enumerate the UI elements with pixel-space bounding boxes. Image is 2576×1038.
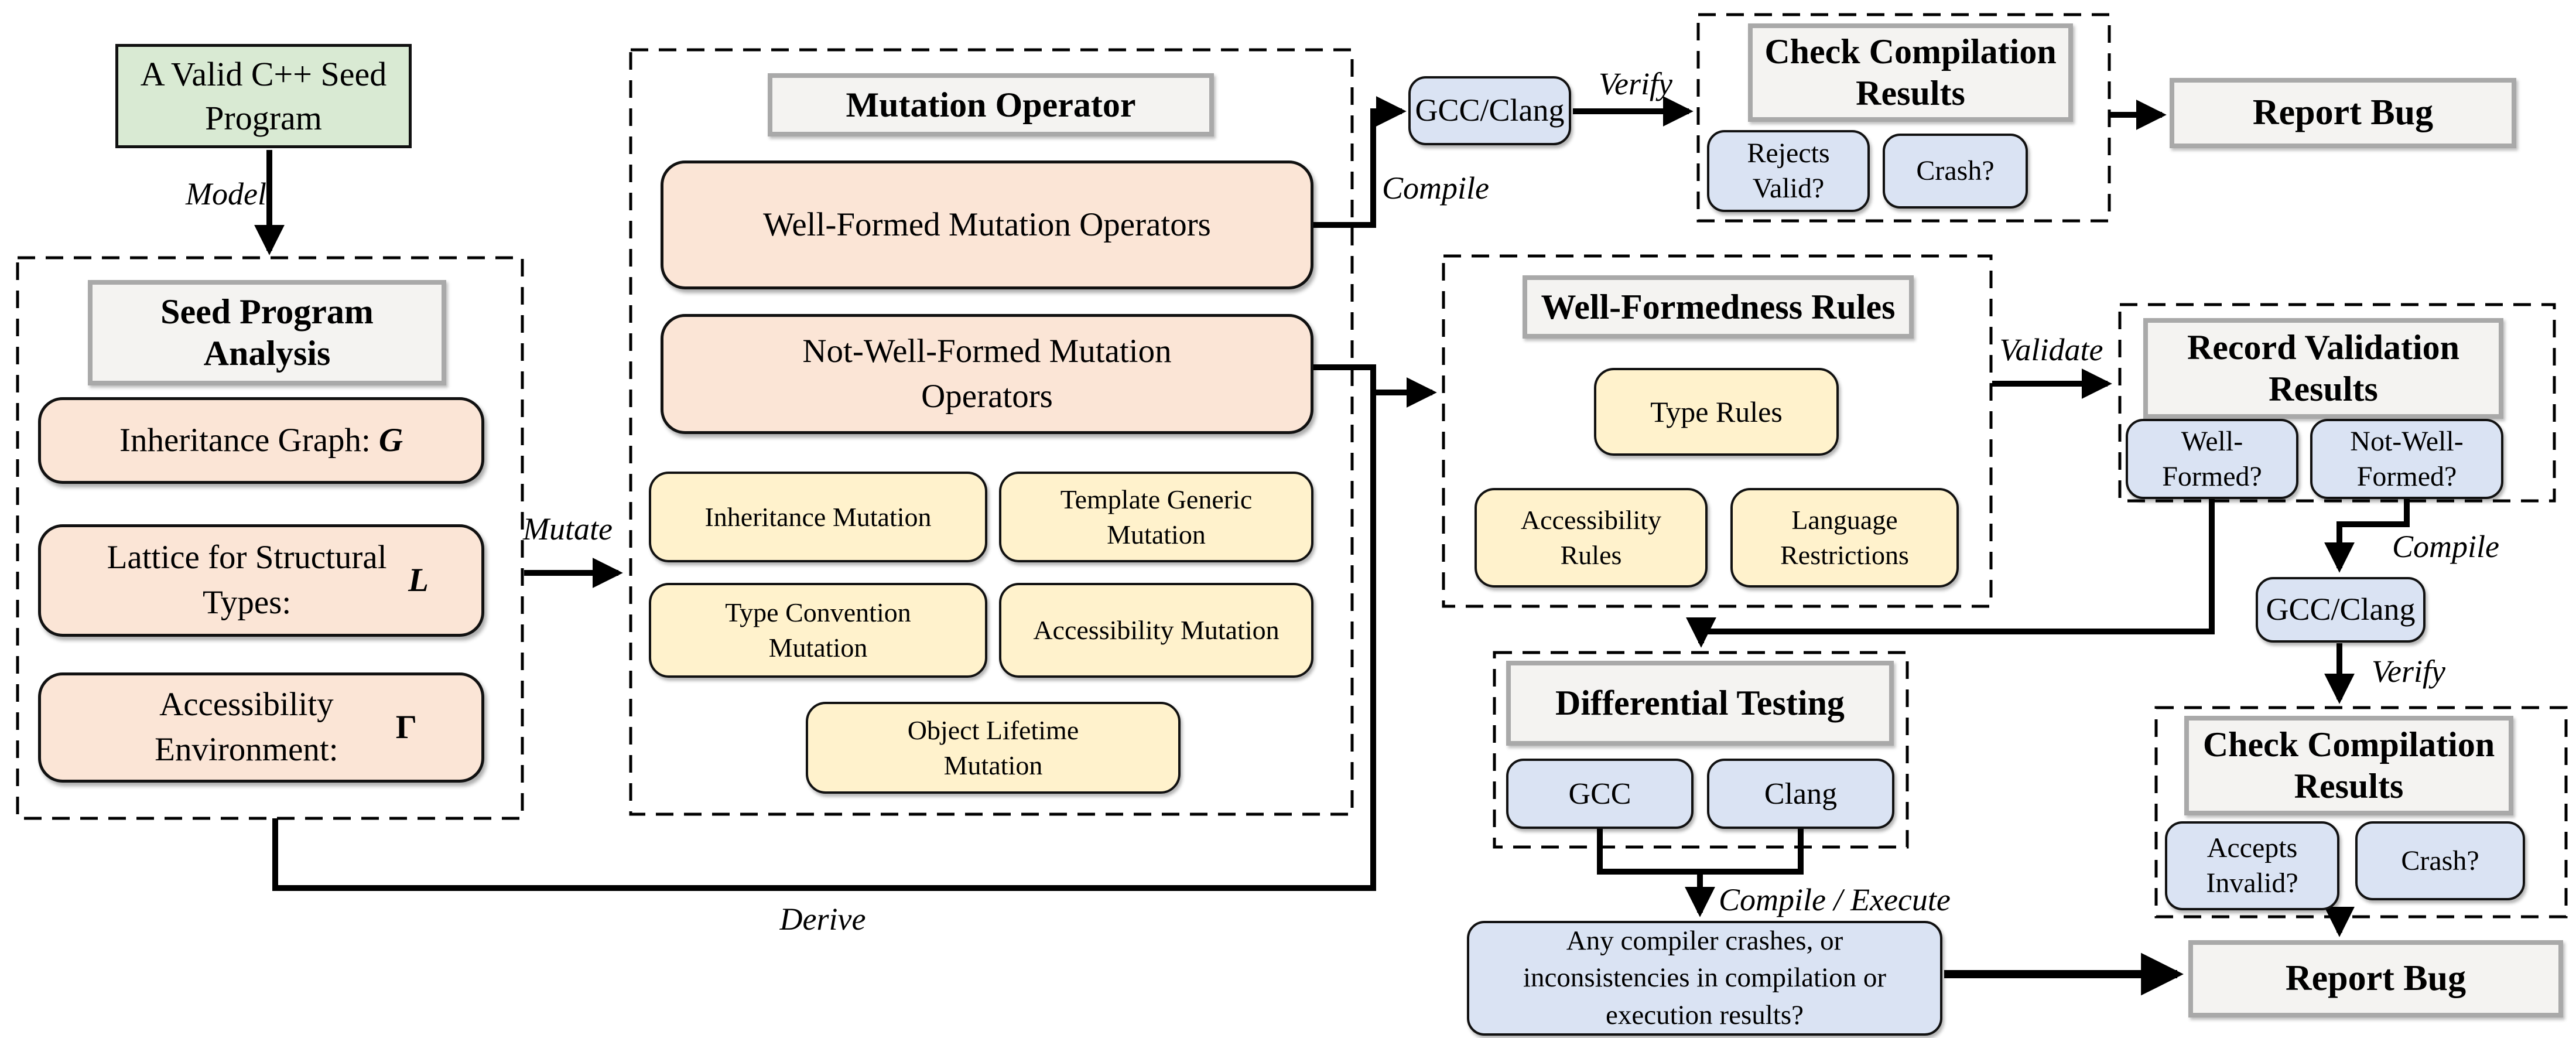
seed-program-box: A Valid C++ Seed Program bbox=[115, 44, 412, 148]
accessibility-env-symbol: Γ bbox=[395, 708, 417, 746]
well-formed-check-box: Well-Formed? bbox=[2126, 419, 2298, 499]
diff-testing-title: Differential Testing bbox=[1506, 661, 1894, 746]
accepts-invalid-box: Accepts Invalid? bbox=[2165, 821, 2339, 910]
gcc-clang-right-box: GCC/Clang bbox=[2256, 577, 2426, 643]
edge-label-model: Model bbox=[186, 176, 266, 211]
template-generic-mutation-box: Template Generic Mutation bbox=[999, 472, 1313, 562]
rejects-valid-box: Rejects Valid? bbox=[1707, 130, 1870, 212]
edge-label-verify-right: Verify bbox=[2372, 654, 2445, 689]
mutation-operator-container bbox=[629, 48, 1354, 816]
edge-label-compile-right: Compile bbox=[2392, 529, 2499, 564]
check-results-right-title: Check Compilation Results bbox=[2184, 716, 2513, 815]
wf-rules-title: Well-Formedness Rules bbox=[1523, 275, 1914, 339]
gcc-clang-top-box: GCC/Clang bbox=[1408, 76, 1571, 145]
mutation-operator-title: Mutation Operator bbox=[768, 73, 1214, 136]
arrow-compile-top bbox=[1313, 96, 1407, 228]
edge-label-derive: Derive bbox=[779, 902, 866, 937]
edge-label-compile-execute: Compile / Execute bbox=[1719, 882, 1951, 917]
accessibility-env-box: Accessibility Environment: Γ bbox=[38, 672, 484, 783]
line-derive-spine bbox=[272, 364, 1376, 891]
check-results-top-title: Check Compilation Results bbox=[1748, 23, 2073, 122]
arrow-notwellformed-to-gcc bbox=[2324, 499, 2410, 573]
gcc-box: GCC bbox=[1506, 759, 1694, 829]
diff-testing-container bbox=[1493, 651, 1909, 849]
inheritance-mutation-box: Inheritance Mutation bbox=[649, 472, 987, 562]
inheritance-graph-label: Inheritance Graph: bbox=[119, 421, 371, 459]
report-bug-bottom-box: Report Bug bbox=[2188, 940, 2563, 1017]
check-results-right-container bbox=[2154, 706, 2568, 919]
lattice-label: Lattice for Structural Types: bbox=[107, 539, 387, 621]
edge-label-compile-top: Compile bbox=[1382, 170, 1489, 206]
lattice-box: Lattice for Structural Types: L bbox=[38, 524, 484, 637]
type-rules-box: Type Rules bbox=[1594, 368, 1839, 456]
record-validation-title: Record Validation Results bbox=[2143, 318, 2503, 419]
crash-question-box: Any compiler crashes, or inconsistencies… bbox=[1467, 921, 1942, 1036]
well-formed-operators-box: Well-Formed Mutation Operators bbox=[661, 161, 1313, 289]
report-bug-top-box: Report Bug bbox=[2170, 78, 2516, 148]
language-restrictions-box: Language Restrictions bbox=[1730, 488, 1959, 588]
crash-top-box: Crash? bbox=[1883, 134, 2028, 209]
crash-right-box: Crash? bbox=[2355, 821, 2525, 900]
accessibility-env-label: Accessibility Environment: bbox=[155, 686, 338, 768]
not-well-formed-operators-box: Not-Well-Formed Mutation Operators bbox=[661, 314, 1313, 434]
line-diff-merge bbox=[1597, 829, 1804, 875]
seed-analysis-title: Seed Program Analysis bbox=[88, 280, 446, 385]
check-results-top-container bbox=[1696, 13, 2111, 223]
edge-label-mutate: Mutate bbox=[523, 511, 613, 547]
edge-label-validate: Validate bbox=[1999, 332, 2103, 367]
arrow-wellformed-to-diff bbox=[1686, 499, 2215, 648]
type-convention-mutation-box: Type Convention Mutation bbox=[649, 583, 987, 678]
not-well-formed-check-box: Not-Well-Formed? bbox=[2310, 419, 2503, 499]
edge-label-verify-top: Verify bbox=[1599, 66, 1672, 101]
inheritance-graph-symbol: G bbox=[378, 421, 403, 459]
object-lifetime-mutation-box: Object Lifetime Mutation bbox=[806, 702, 1181, 794]
accessibility-mutation-box: Accessibility Mutation bbox=[999, 583, 1313, 678]
inheritance-graph-box: Inheritance Graph: G bbox=[38, 397, 484, 484]
lattice-symbol: L bbox=[408, 561, 429, 599]
clang-box: Clang bbox=[1707, 759, 1894, 829]
accessibility-rules-box: Accessibility Rules bbox=[1475, 488, 1708, 588]
record-validation-container bbox=[2118, 303, 2556, 503]
